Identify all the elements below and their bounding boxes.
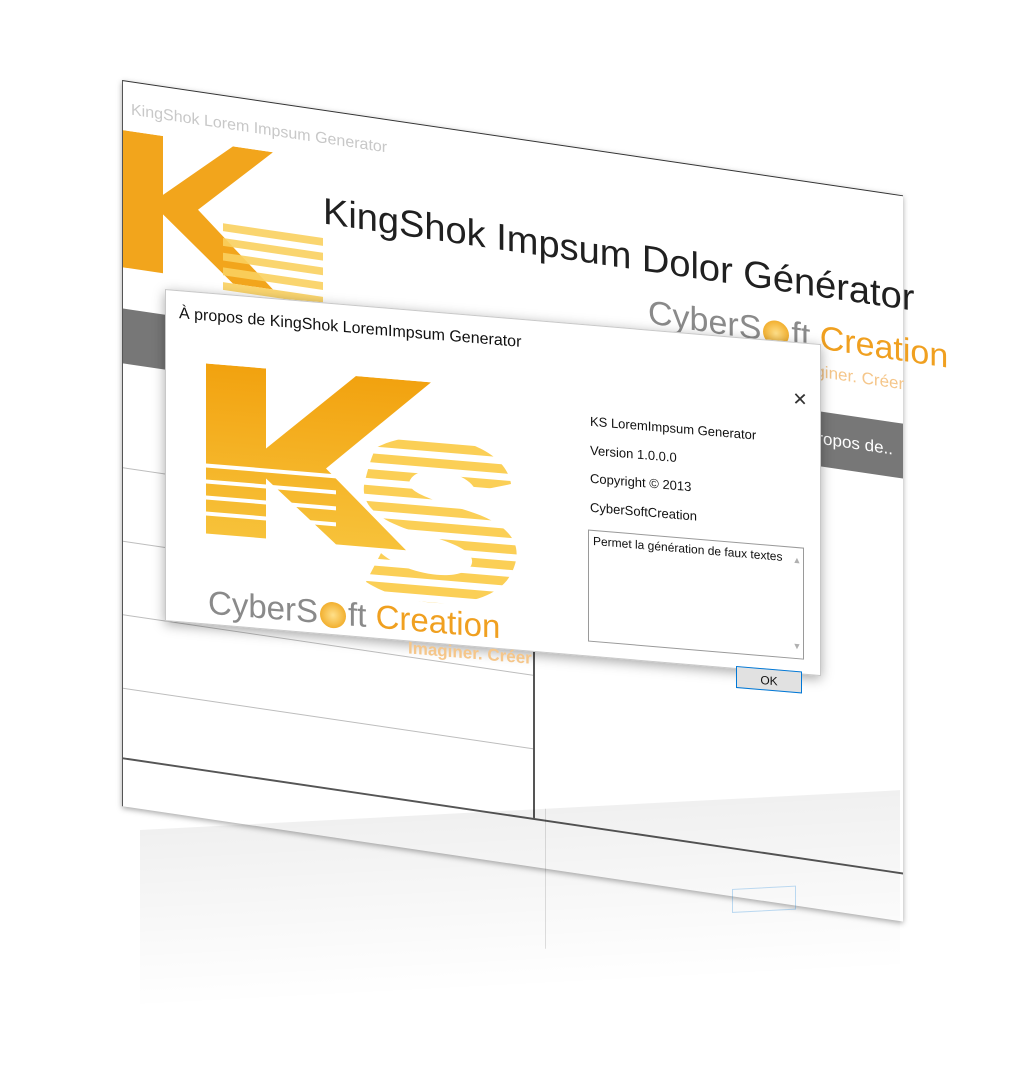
- product-copyright: Copyright © 2013: [590, 470, 692, 495]
- dialog-brand-cyber-text: CyberS: [208, 583, 319, 630]
- dialog-brand-o-icon: [320, 601, 347, 630]
- description-textbox[interactable]: Permet la génération de faux textes: [588, 529, 804, 660]
- scroll-up-icon[interactable]: ▲: [792, 554, 802, 566]
- scroll-down-icon[interactable]: ▼: [792, 640, 802, 652]
- company-name: CyberSoftCreation: [590, 499, 697, 524]
- product-name: KS LoremImpsum Generator: [590, 413, 757, 443]
- reflection-divider: [545, 808, 546, 949]
- about-dialog: À propos de KingShok LoremImpsum Generat…: [165, 289, 821, 694]
- close-icon[interactable]: ✕: [792, 388, 808, 410]
- ks-logo-icon: [123, 130, 323, 305]
- main-heading: KingShok Impsum Dolor Générator: [323, 191, 915, 320]
- main-window: KingShok Lorem Impsum Generator KingShok…: [122, 80, 948, 922]
- product-version: Version 1.0.0.0: [590, 442, 677, 465]
- window-reflection: [140, 790, 900, 1010]
- reflection-ok-button: [732, 885, 796, 913]
- dialog-brand-ft-text: ft: [348, 595, 367, 634]
- ks-large-logo-icon: [206, 363, 517, 610]
